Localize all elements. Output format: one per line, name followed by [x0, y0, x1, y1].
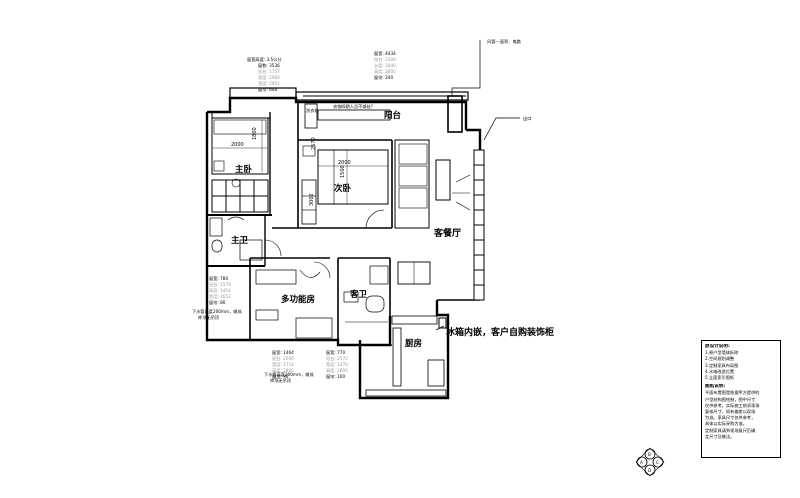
washer-label: 洗衣机 [306, 107, 319, 114]
notes-item: 4.水电改造位置 [705, 368, 735, 374]
dim-second-bed-h: 1500 [340, 165, 346, 178]
dim-wardrobe-2: 3002 [309, 193, 315, 206]
svg-text:长度: 1840: 长度: 1840 [374, 62, 396, 69]
svg-text:窗宽: 1464: 窗宽: 1464 [272, 349, 294, 356]
multi-left-note-2: 库顶无吊顶 [198, 314, 220, 321]
svg-text:窗帘: 80: 窗帘: 80 [209, 299, 226, 306]
svg-text:D: D [648, 468, 651, 473]
svg-text:窗数: 3536: 窗数: 3536 [258, 62, 280, 69]
notes-line: 定制家具请到现场复尺后确 [705, 427, 756, 433]
dim-wardrobe-1: 2570 [311, 137, 317, 150]
room-label-guest-bath: 客卫 [349, 289, 368, 300]
room-label-master-bedroom: 主卧 [235, 164, 253, 175]
dim-second-bed-w: 2000 [338, 160, 351, 166]
fridge-note: 冰箱内嵌，客户自购装饰柜 [446, 326, 554, 338]
svg-text:窗帘: 100: 窗帘: 100 [326, 373, 345, 380]
balcony-note: 衣物晾晒人员不够处? [333, 103, 373, 110]
spec-block-3: 窗宽: 780 阳台: 1570 高度: 1454 宽度: 2652 窗帘: 8… [209, 275, 231, 306]
notes-item: 2.空间规划调整 [705, 356, 735, 362]
room-label-second-bedroom: 次卧 [334, 183, 352, 194]
svg-text:C: C [656, 460, 659, 465]
svg-text:窗帘: 240: 窗帘: 240 [374, 74, 393, 81]
notes-title-2: 图纸说明: [705, 384, 726, 390]
notes-item: 1.原户型墙体拆除 [705, 350, 739, 356]
pipe-note-top: 风管---面积、电路 [487, 38, 522, 45]
room-label-multifunction: 多功能房 [281, 294, 315, 305]
notes-line: 具体以实际采购为准。 [705, 421, 747, 427]
svg-text:高度: 2800: 高度: 2800 [326, 367, 348, 374]
svg-text:窗宽: 780: 窗宽: 780 [209, 275, 228, 282]
spec-block-4: 窗宽: 1464 阳台: 2000 宽度: 1714 高度: 2800 窗帘: … [272, 349, 294, 380]
svg-text:阳台: 1570: 阳台: 1570 [209, 281, 231, 288]
room-label-balcony: 阳台 [384, 110, 402, 121]
pipe-note-right: 出口 [523, 115, 531, 122]
notes-line: 平面布置图是依据甲方提供的 [705, 390, 760, 396]
spec-block-5: 窗宽: 770 阳台: 2570 宽度: 1470 高度: 2800 窗帘: 1… [326, 349, 348, 380]
svg-text:A: A [640, 460, 643, 465]
svg-text:B: B [648, 452, 651, 457]
svg-text:高度: 2800: 高度: 2800 [272, 367, 294, 374]
room-label-living-dining: 客餐厅 [433, 227, 461, 239]
notes-item: 3.定制家具布局图 [705, 362, 739, 368]
svg-text:窗帘: 648: 窗帘: 648 [258, 86, 277, 93]
svg-text:窗宽: 4434: 窗宽: 4434 [374, 50, 396, 57]
design-notes-panel: 原设计说明: 1.原户型墙体拆除 2.空间规划调整 3.定制家具布局图 4.水电… [701, 340, 781, 458]
svg-text:阳台: 2000: 阳台: 2000 [272, 355, 294, 362]
multi-bottom-note-1: 下水管高度200mm，做成 [264, 371, 314, 378]
notes-line: 仅供参考。实际施工前须现场 [705, 402, 760, 408]
notes-line: 复核尺寸，如有偏差以现场 [705, 409, 756, 415]
multi-bottom-note-2: 库顶无吊顶 [270, 377, 292, 384]
notes-line: 户型结构图绘制，图中尺寸 [705, 396, 756, 402]
svg-text:窗帘: 96: 窗帘: 96 [272, 373, 289, 380]
svg-text:宽度: 2652: 宽度: 2652 [209, 293, 231, 300]
svg-text:宽度: 2960: 宽度: 2960 [258, 74, 280, 81]
spec-block-2: 窗宽: 4434 阳台: 2300 长度: 1840 高度: 2800 窗帘: … [374, 50, 396, 81]
multi-left-note-1: 下水管高度200mm，做成 [192, 308, 242, 315]
room-label-master-bath: 主卫 [231, 235, 249, 246]
index-symbol: A B C D [640, 452, 659, 473]
spec-block-1: 窗宽高度: 3.5公分 窗数: 3536 阳台: 1757 宽度: 2960 宽… [247, 56, 282, 93]
svg-text:阳台: 2300: 阳台: 2300 [374, 56, 396, 63]
svg-text:阳台: 1757: 阳台: 1757 [258, 68, 280, 75]
notes-title-1: 原设计说明: [705, 344, 730, 349]
notes-item: 5.立面索引图纸 [705, 375, 735, 381]
svg-text:高度: 1454: 高度: 1454 [209, 287, 231, 294]
svg-text:宽度: 1470: 宽度: 1470 [326, 361, 348, 368]
room-label-kitchen: 厨房 [405, 338, 422, 349]
svg-text:窗宽: 770: 窗宽: 770 [326, 349, 345, 356]
svg-text:宽度: 2951: 宽度: 2951 [258, 80, 280, 87]
svg-text:窗宽高度: 3.5公分: 窗宽高度: 3.5公分 [247, 56, 282, 63]
dim-master-bed-h: 1800 [252, 127, 258, 140]
svg-text:宽度: 1714: 宽度: 1714 [272, 361, 294, 368]
notes-line: 定尺寸及做法。 [705, 433, 735, 439]
svg-text:高度: 2800: 高度: 2800 [374, 68, 396, 75]
svg-text:阳台: 2570: 阳台: 2570 [326, 355, 348, 362]
dim-master-bed-w: 2000 [231, 142, 244, 148]
notes-line: 为准。家具尺寸仅供参考， [705, 415, 756, 421]
